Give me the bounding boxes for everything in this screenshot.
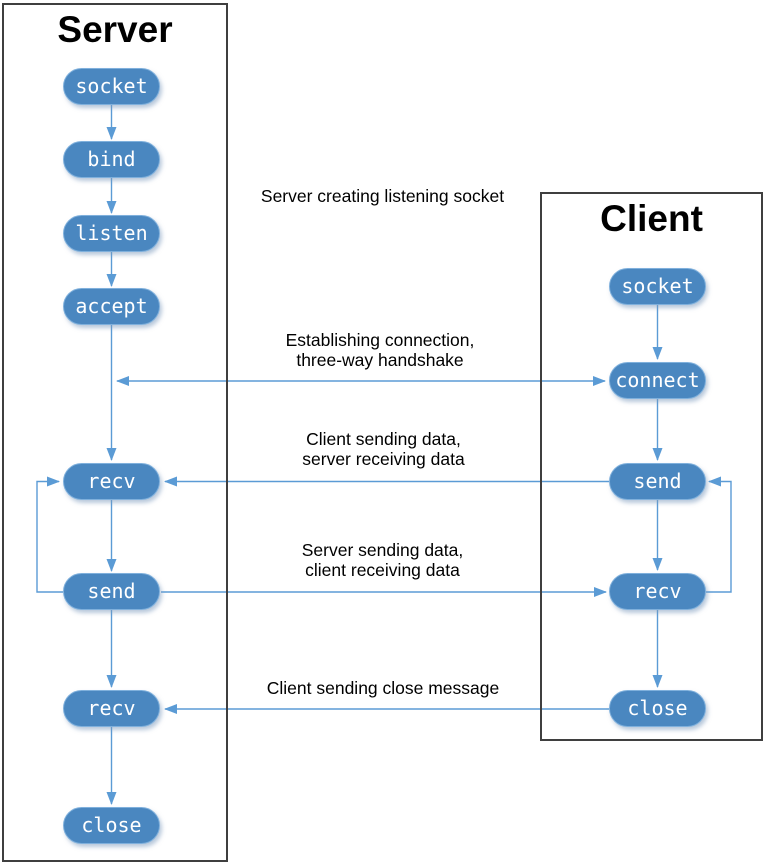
server-node-close: close: [63, 807, 160, 844]
server-node-send: send: [63, 573, 160, 610]
client-box: Client: [540, 192, 763, 741]
server-node-recv-2: recv: [63, 690, 160, 727]
server-node-recv: recv: [63, 463, 160, 500]
client-node-socket: socket: [609, 268, 706, 305]
server-node-accept: accept: [63, 288, 160, 325]
server-node-socket: socket: [63, 68, 160, 105]
client-node-connect: connect: [609, 362, 706, 399]
client-node-close: close: [609, 690, 706, 727]
client-node-recv: recv: [609, 573, 706, 610]
server-node-bind: bind: [63, 141, 160, 178]
message-label-creating-socket: Server creating listening socket: [260, 186, 505, 206]
server-title: Server: [57, 9, 173, 50]
arrow-server-loop-send-recv: [36, 476, 63, 593]
server-node-listen: listen: [63, 215, 160, 252]
message-label-close-message: Client sending close message: [266, 678, 500, 698]
message-label-client-sending-data: Client sending data, server receiving da…: [302, 429, 465, 469]
server-box: Server: [2, 3, 228, 862]
client-node-send: send: [609, 463, 706, 500]
message-label-server-sending-data: Server sending data, client receiving da…: [301, 540, 464, 580]
arrow-client-loop-recv-send: [706, 476, 732, 593]
client-title: Client: [600, 198, 703, 239]
message-label-handshake: Establishing connection, three-way hands…: [285, 330, 475, 370]
